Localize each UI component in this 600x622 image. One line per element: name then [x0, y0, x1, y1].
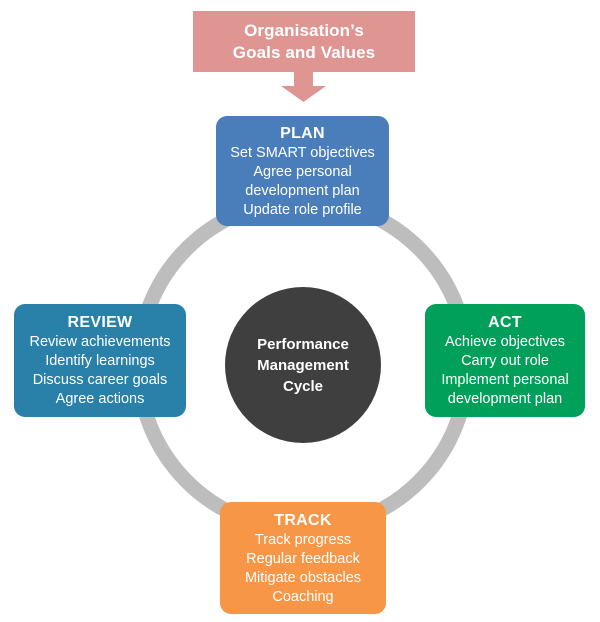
hub-line-2: Management	[257, 356, 349, 374]
stage-plan-item-2: Agree personal	[253, 163, 352, 180]
stage-plan-title: PLAN	[280, 124, 325, 142]
stage-track-item-3: Mitigate obstacles	[244, 569, 362, 586]
hub-line-1: Performance	[257, 335, 349, 353]
stage-track[interactable]: TRACK Track progress Regular feedback Mi…	[220, 502, 386, 614]
stage-review-item-3: Discuss career goals	[32, 372, 168, 388]
stage-act-item-1: Achieve objectives	[444, 334, 566, 350]
arrow-down-icon	[281, 72, 326, 102]
stage-act[interactable]: ACT Achieve objectives Carry out role Im…	[425, 304, 585, 417]
stage-act-item-3: Implement personal	[441, 372, 569, 388]
stage-plan-item-1: Set SMART objectives	[230, 144, 375, 161]
stage-act-title: ACT	[488, 314, 522, 331]
banner-line-1: Organisation’s	[244, 20, 364, 40]
stage-plan-item-3: development plan	[245, 182, 360, 199]
stage-track-item-2: Regular feedback	[246, 550, 360, 567]
organisation-goals-banner: Organisation’s Goals and Values	[193, 11, 415, 72]
banner-line-2: Goals and Values	[232, 42, 376, 62]
cycle-hub: Performance Management Cycle	[225, 287, 381, 443]
hub-line-3: Cycle	[282, 377, 324, 395]
stage-plan-item-4: Update role profile	[243, 201, 362, 218]
stage-review-item-2: Identify learnings	[45, 353, 155, 369]
stage-plan[interactable]: PLAN Set SMART objectives Agree personal…	[216, 116, 389, 226]
stage-act-item-4: development plan	[447, 391, 563, 407]
stage-review-item-1: Review achievements	[29, 334, 171, 350]
stage-review[interactable]: REVIEW Review achievements Identify lear…	[14, 304, 186, 417]
stage-track-item-1: Track progress	[254, 531, 352, 548]
stage-track-title: TRACK	[274, 511, 332, 529]
stage-track-item-4: Coaching	[272, 588, 334, 605]
stage-act-item-2: Carry out role	[461, 353, 549, 369]
stage-review-title: REVIEW	[67, 314, 133, 331]
stage-review-item-4: Agree actions	[55, 391, 145, 407]
